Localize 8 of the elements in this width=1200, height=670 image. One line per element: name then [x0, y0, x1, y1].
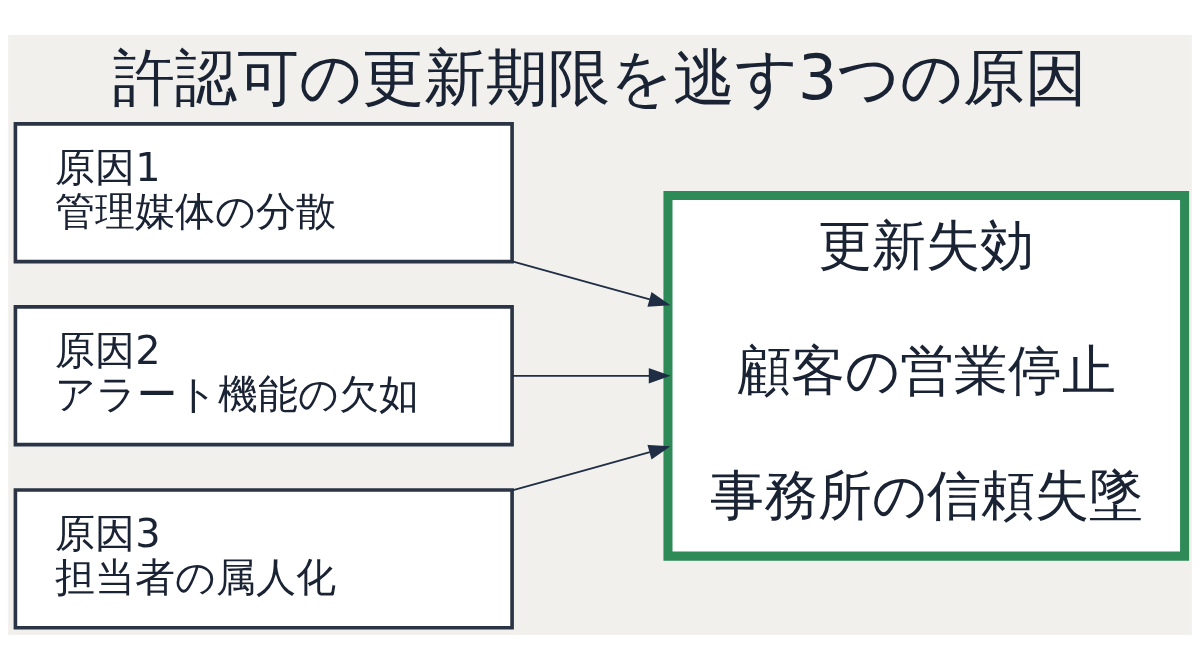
node-box: 更新失効 顧客の営業停止 事務所の信頼失墜: [663, 190, 1190, 561]
node-box: 原因2 アラート機能の欠如: [13, 305, 514, 447]
arrow: [511, 368, 671, 384]
node-box: 原因3 担当者の属人化: [13, 488, 514, 630]
arrow: [511, 260, 671, 307]
node-box: 原因1 管理媒体の分散: [13, 122, 514, 264]
arrow: [511, 444, 671, 492]
diagram-title: 許認可の更新期限を逃す3つの原因: [112, 41, 1088, 114]
